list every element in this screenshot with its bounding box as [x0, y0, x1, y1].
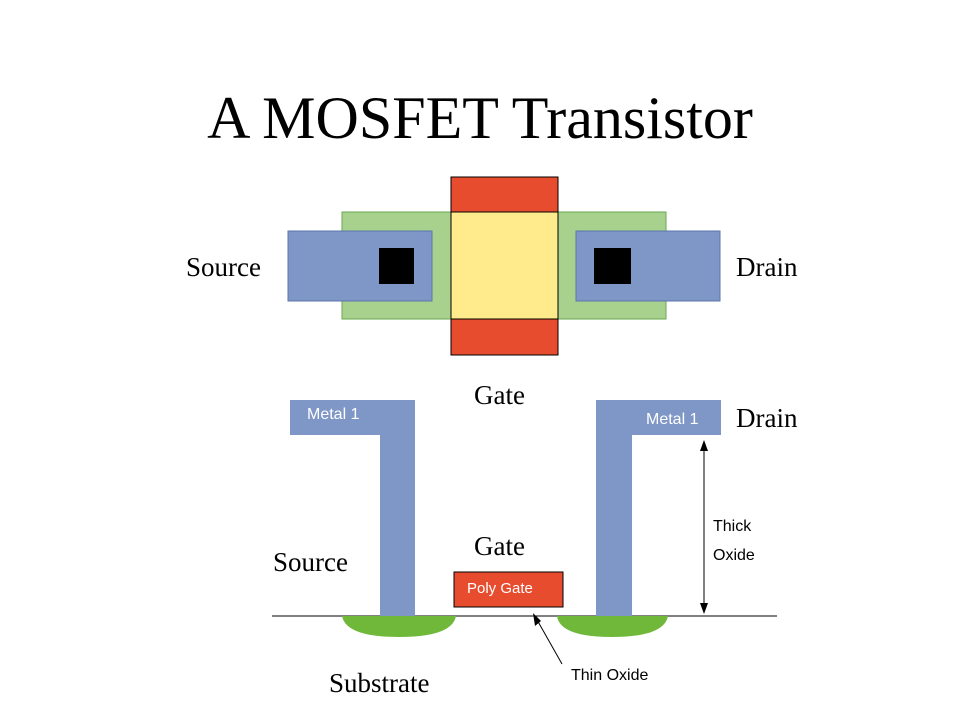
slide-title: A MOSFET Transistor: [207, 85, 753, 151]
source-contact: [379, 248, 414, 284]
source-well: [342, 616, 456, 637]
drain-well: [557, 616, 668, 637]
top-drain-label: Drain: [736, 252, 798, 282]
thin-oxide-arrowhead: [533, 613, 541, 626]
top-source-label: Source: [186, 252, 261, 282]
thin-oxide-pointer: [535, 617, 563, 665]
cross-section-layout: Metal 1 Metal 1 Poly Gate Thick Oxide Th…: [272, 400, 777, 684]
metal1-right-label: Metal 1: [646, 411, 699, 428]
cross-source-label: Source: [273, 547, 348, 577]
metal1-right: [596, 400, 721, 616]
drain-contact: [594, 248, 631, 284]
poly-gate-label: Poly Gate: [467, 580, 533, 597]
cross-gate-label: Gate: [474, 531, 525, 561]
metal1-left: [290, 400, 415, 616]
poly-gate-block: [453, 571, 564, 608]
top-view-layout: [287, 176, 721, 356]
gate-channel-region: [450, 211, 559, 320]
metal1-left-label: Metal 1: [307, 406, 360, 423]
thin-oxide-label: Thin Oxide: [571, 667, 648, 684]
thick-oxide-arrowhead-top: [700, 440, 708, 451]
thick-oxide-label-line2: Oxide: [713, 547, 755, 564]
thick-oxide-label-line1: Thick: [713, 518, 752, 535]
thick-oxide-arrowhead-bottom: [700, 603, 708, 614]
top-gate-label: Gate: [474, 380, 525, 410]
substrate-label: Substrate: [329, 668, 430, 698]
cross-drain-label: Drain: [736, 403, 798, 433]
